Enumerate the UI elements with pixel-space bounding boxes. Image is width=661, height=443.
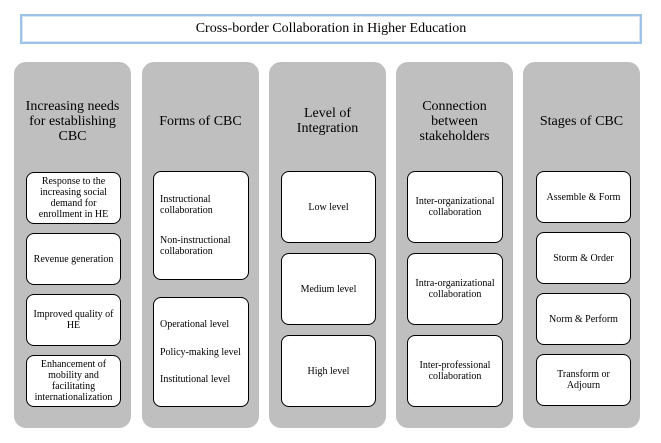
- item-inter-professional: Inter-professional collaboration: [407, 335, 503, 407]
- column-title: Connection between stakeholders: [419, 98, 490, 144]
- column-title: Level of Integration: [296, 106, 359, 136]
- item-high-level: High level: [281, 335, 376, 407]
- form-institutional: Institutional level: [160, 374, 231, 386]
- forms-group-levels: Operational level Policy-making level In…: [153, 297, 249, 407]
- item-medium-level: Medium level: [281, 253, 376, 325]
- form-non-instructional: Non-instructional collaboration: [160, 234, 231, 257]
- item-social-demand: Response to the increasing social demand…: [26, 172, 121, 224]
- column-stages: Stages of CBC Assemble & Form Storm & Or…: [523, 62, 640, 428]
- item-low-level: Low level: [281, 171, 376, 243]
- column-integration: Level of Integration Low level Medium le…: [269, 62, 386, 428]
- item-revenue: Revenue generation: [26, 233, 121, 285]
- diagram-title: Cross-border Collaboration in Higher Edu…: [20, 14, 642, 44]
- column-title: Forms of CBC: [159, 113, 242, 129]
- column-title: Increasing needs for establishing CBC: [25, 98, 120, 144]
- column-forms: Forms of CBC Instructional collaboration…: [142, 62, 259, 428]
- form-instructional: Instructional collaboration: [160, 194, 213, 217]
- item-intra-organizational: Intra-organizational collaboration: [407, 253, 503, 325]
- item-mobility: Enhancement of mobility and facilitating…: [26, 355, 121, 407]
- item-storm-order: Storm & Order: [536, 232, 631, 284]
- item-norm-perform: Norm & Perform: [536, 293, 631, 345]
- column-title: Stages of CBC: [539, 113, 624, 129]
- forms-group-collaboration: Instructional collaboration Non-instruct…: [153, 171, 249, 280]
- form-operational: Operational level: [160, 318, 230, 330]
- item-assemble-form: Assemble & Form: [536, 171, 631, 223]
- item-transform-adjourn: Transform or Adjourn: [536, 354, 631, 406]
- column-stakeholders: Connection between stakeholders Inter-or…: [396, 62, 513, 428]
- item-quality: Improved quality of HE: [26, 294, 121, 346]
- column-needs: Increasing needs for establishing CBC Re…: [14, 62, 131, 428]
- form-policy-making: Policy-making level: [160, 346, 241, 358]
- item-inter-organizational: Inter-organizational collaboration: [407, 171, 503, 243]
